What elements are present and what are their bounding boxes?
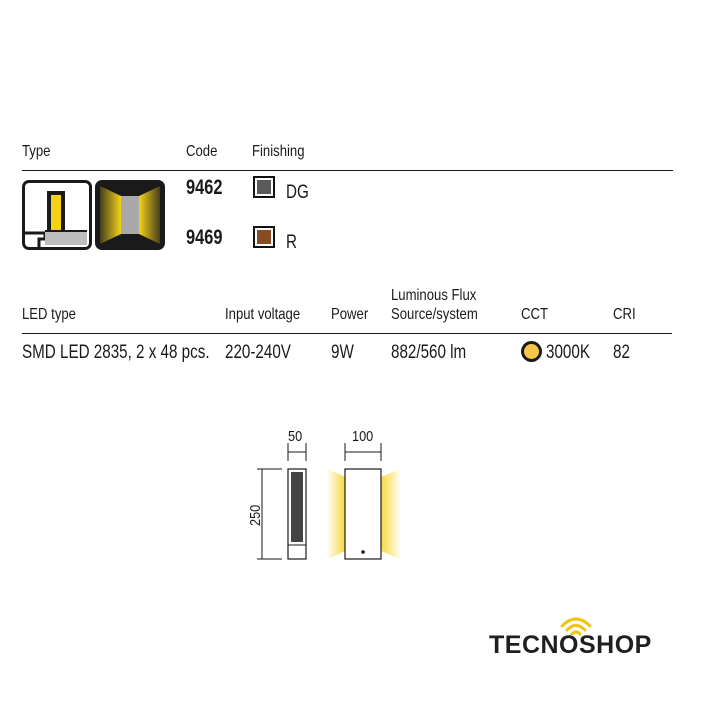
variant-code: 9469 xyxy=(186,226,223,249)
height-dimension-label: 250 xyxy=(247,504,264,526)
header-source-system: Source/system xyxy=(391,306,478,323)
finish-swatch-r xyxy=(253,226,275,248)
cct-value: 3000K xyxy=(546,342,590,363)
led-type-value: SMD LED 2835, 2 x 48 pcs. xyxy=(22,342,210,363)
header-luminous-flux: Luminous Flux xyxy=(391,287,477,304)
side-view-type-icon xyxy=(22,180,92,250)
specs-divider xyxy=(22,333,672,334)
width-dimension-label: 100 xyxy=(352,428,374,445)
power-value: 9W xyxy=(331,342,354,363)
finish-label: R xyxy=(286,232,297,253)
front-view-type-icon xyxy=(95,180,165,250)
header-cri: CRI xyxy=(613,306,636,323)
header-led-type: LED type xyxy=(22,306,76,323)
header-code: Code xyxy=(186,143,218,160)
dimension-drawing xyxy=(257,443,400,560)
header-type: Type xyxy=(22,143,51,160)
cct-color-dot-icon xyxy=(521,341,542,362)
brand-logo: TECNOSHOP xyxy=(489,631,652,659)
finish-swatch-dg xyxy=(253,176,275,198)
header-finishing: Finishing xyxy=(252,143,305,160)
input-voltage-value: 220-240V xyxy=(225,342,291,363)
cri-value: 82 xyxy=(613,342,630,363)
variant-code: 9462 xyxy=(186,176,223,199)
depth-dimension-label: 50 xyxy=(288,428,303,445)
header-input-voltage: Input voltage xyxy=(225,306,301,323)
header-divider xyxy=(22,170,673,171)
header-power: Power xyxy=(331,306,369,323)
finish-label: DG xyxy=(286,182,309,203)
header-cct: CCT xyxy=(521,306,548,323)
flux-value: 882/560 lm xyxy=(391,342,467,363)
wifi-signal-icon xyxy=(560,617,592,636)
